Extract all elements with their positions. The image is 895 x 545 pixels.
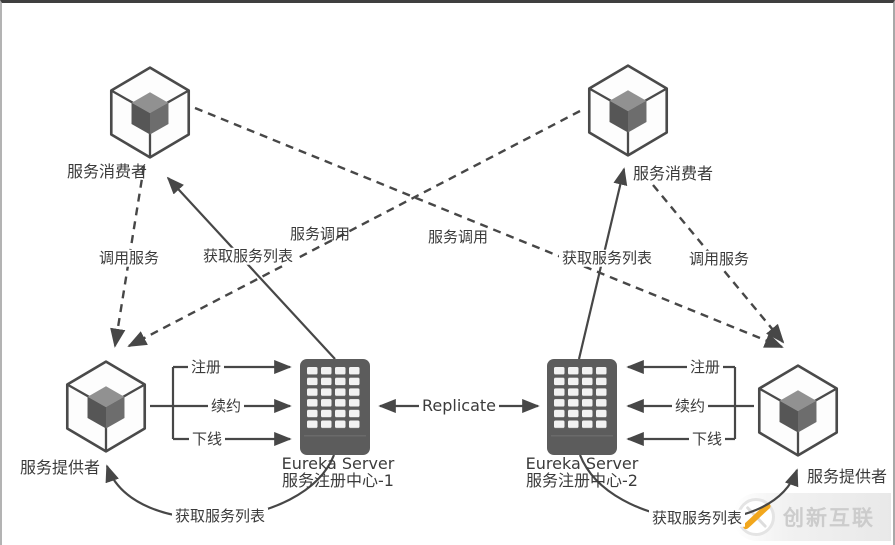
solid-edges [105, 167, 799, 521]
replicate-label: Replicate [418, 397, 500, 415]
provider-left-icon [65, 360, 147, 453]
bracket-right [733, 367, 754, 439]
eureka-server-right-icon [547, 359, 617, 455]
renew-right-label: 续约 [671, 398, 709, 415]
watermark-brand-text: 创新互联 [783, 506, 875, 530]
diagram-lines [65, 64, 839, 521]
provider-left-label: 服务提供者 [19, 458, 101, 478]
consumer-left-icon [109, 66, 191, 159]
edge-service-invoke-right-to-left [127, 109, 581, 348]
service-invoke-right-label: 服务调用 [427, 227, 489, 246]
provider-right-icon [757, 364, 839, 457]
get-list-top-right-label: 获取服务列表 [558, 250, 656, 267]
server-left-title: Eureka Server [281, 454, 395, 474]
get-list-bottom-left-label: 获取服务列表 [171, 508, 269, 525]
consumer-right-icon [587, 64, 669, 157]
edge-service-invoke-left-to-right [194, 106, 784, 349]
service-invoke-left-label: 服务调用 [289, 224, 351, 243]
register-right-label: 注册 [686, 359, 724, 376]
edge-get-list-top-left [166, 176, 336, 360]
provider-right-label: 服务提供者 [806, 467, 888, 487]
get-list-top-left-label: 获取服务列表 [199, 248, 297, 265]
offline-left-label: 下线 [188, 431, 226, 448]
brand-x-icon [743, 503, 771, 530]
get-list-bottom-right-label: 获取服务列表 [648, 510, 746, 527]
renew-left-label: 续约 [207, 398, 245, 415]
consumer-right-label: 服务消费者 [632, 164, 714, 184]
call-service-left-label: 调用服务 [95, 250, 163, 267]
consumer-left-label: 服务消费者 [66, 162, 148, 182]
server-right-subtitle: 服务注册中心-2 [526, 471, 638, 491]
offline-right-label: 下线 [688, 431, 726, 448]
eureka-server-left-icon [300, 359, 370, 455]
call-service-right-label: 调用服务 [685, 251, 753, 268]
server-right-title: Eureka Server [525, 454, 639, 474]
register-left-label: 注册 [187, 359, 225, 376]
server-left-subtitle: 服务注册中心-1 [282, 471, 394, 491]
bracket-left [150, 367, 175, 439]
